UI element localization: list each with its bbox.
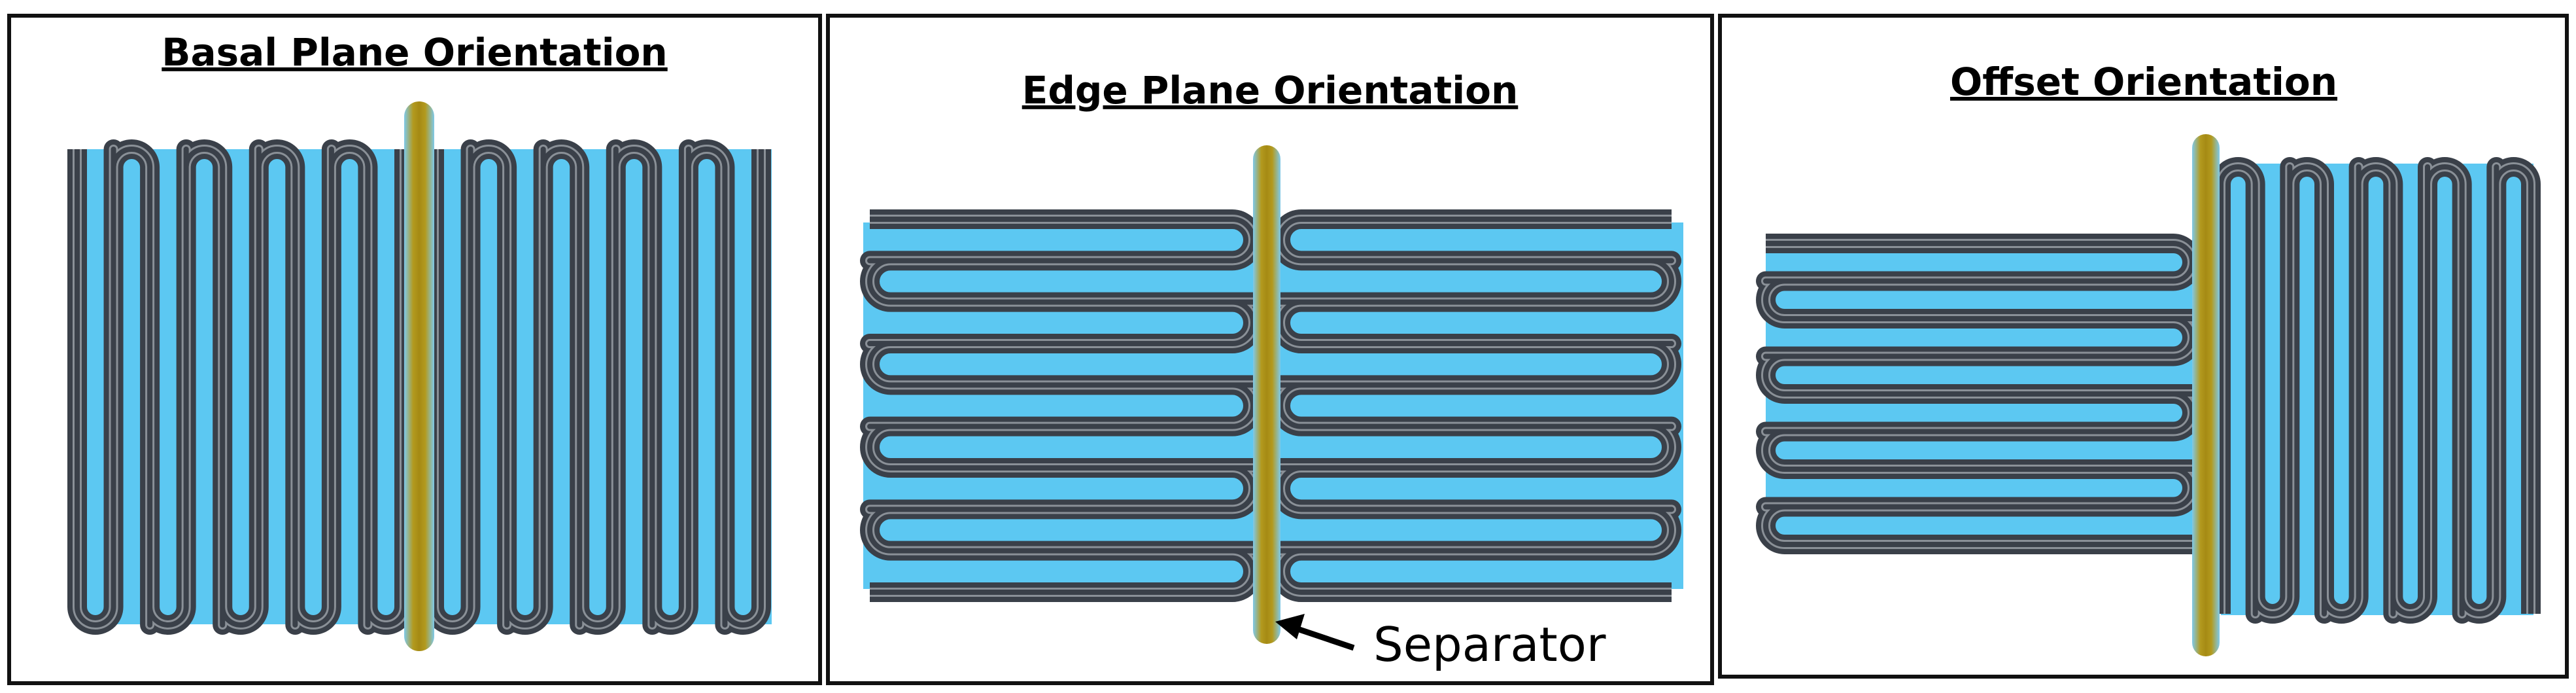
basal-right-strand-core [432, 147, 764, 628]
separator-callout: Separator [1275, 614, 1606, 672]
basal-left-strand-core [75, 147, 407, 628]
panel-title-offset: Offset Orientation [1950, 60, 2337, 104]
separator-offset [2192, 134, 2220, 656]
callout-label: Separator [1373, 617, 1606, 672]
separator-basal [404, 101, 434, 651]
edge-right-strand-core [1278, 217, 1674, 595]
separator-edge [1253, 145, 1280, 644]
edge-left-strand-core [867, 217, 1256, 595]
offset-right-strand-core [2218, 164, 2533, 616]
panel-title-basal: Basal Plane Orientation [162, 30, 667, 75]
offset-electrode [1756, 157, 2541, 624]
panel-title-edge: Edge Plane Orientation [1022, 68, 1519, 113]
callout-arrow-head [1275, 614, 1305, 639]
offset-right-electrolyte [2221, 164, 2533, 615]
callout-arrow-shaft [1290, 624, 1355, 651]
